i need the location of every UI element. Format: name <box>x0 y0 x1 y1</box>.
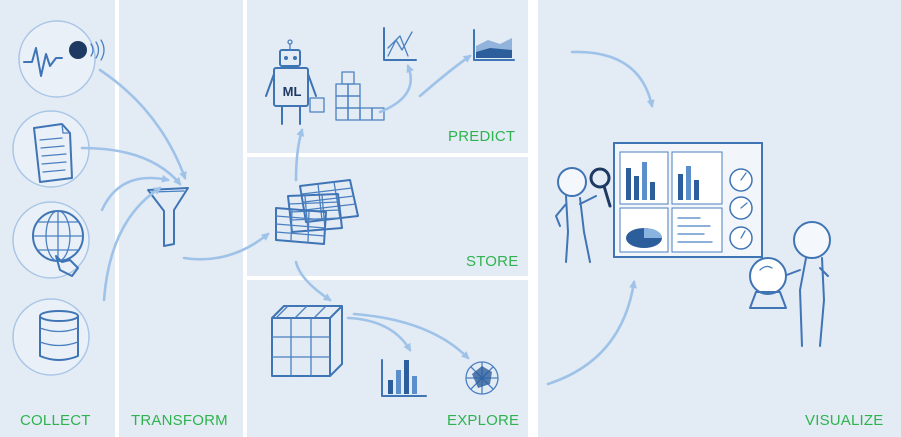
data-tables-icon <box>275 179 359 245</box>
predict-panel <box>247 0 528 153</box>
dashboard-screen-icon <box>613 142 763 258</box>
predict-label: PREDICT <box>448 128 516 145</box>
stacked-cubes-icon <box>335 71 385 121</box>
radar-chart-icon <box>465 361 499 395</box>
store-label: STORE <box>466 253 519 270</box>
data-cube-icon <box>271 305 343 377</box>
bar-chart-icon <box>381 359 427 397</box>
funnel-icon <box>147 187 189 247</box>
document-icon <box>12 110 90 188</box>
visualize-label: VISUALIZE <box>805 412 884 429</box>
transform-label: TRANSFORM <box>131 412 228 429</box>
database-icon <box>12 298 90 376</box>
analyst-crystal-ball-figure <box>749 221 831 347</box>
network-chart-icon <box>383 27 417 61</box>
collect-label: COLLECT <box>20 412 91 429</box>
globe-web-icon <box>12 201 90 279</box>
analyst-magnifier-figure <box>555 167 612 263</box>
area-chart-icon <box>473 29 515 61</box>
store-panel <box>247 157 528 276</box>
transform-panel <box>119 0 243 437</box>
ml-robot-icon <box>265 39 325 125</box>
flow-arrows <box>80 50 655 386</box>
explore-label: EXPLORE <box>447 412 520 429</box>
ml-badge: ML <box>283 84 302 99</box>
signal-sensor-icon <box>18 20 105 98</box>
